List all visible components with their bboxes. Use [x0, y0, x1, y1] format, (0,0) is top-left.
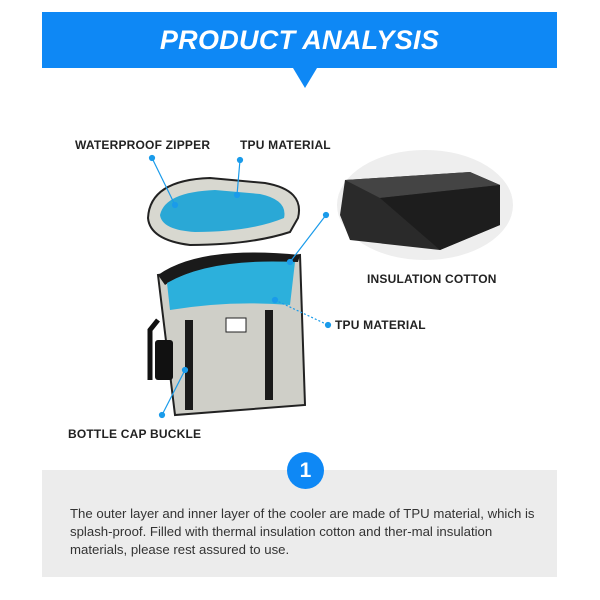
- label-tpu-material-top: TPU MATERIAL: [240, 138, 331, 152]
- banner-pointer: [293, 68, 317, 88]
- feature-number-badge: 1: [287, 452, 324, 489]
- insulation-cotton-sample: [340, 172, 500, 250]
- header-banner: PRODUCT ANALYSIS: [42, 12, 557, 68]
- page-title: PRODUCT ANALYSIS: [159, 25, 440, 55]
- label-bottle-cap-buckle: BOTTLE CAP BUCKLE: [68, 427, 202, 441]
- label-waterproof-zipper: WATERPROOF ZIPPER: [75, 138, 211, 152]
- cooler-bag-image: [146, 176, 307, 417]
- label-tpu-material-right: TPU MATERIAL: [335, 318, 426, 332]
- feature-description: The outer layer and inner layer of the c…: [70, 506, 535, 557]
- label-insulation-cotton: INSULATION COTTON: [367, 272, 497, 286]
